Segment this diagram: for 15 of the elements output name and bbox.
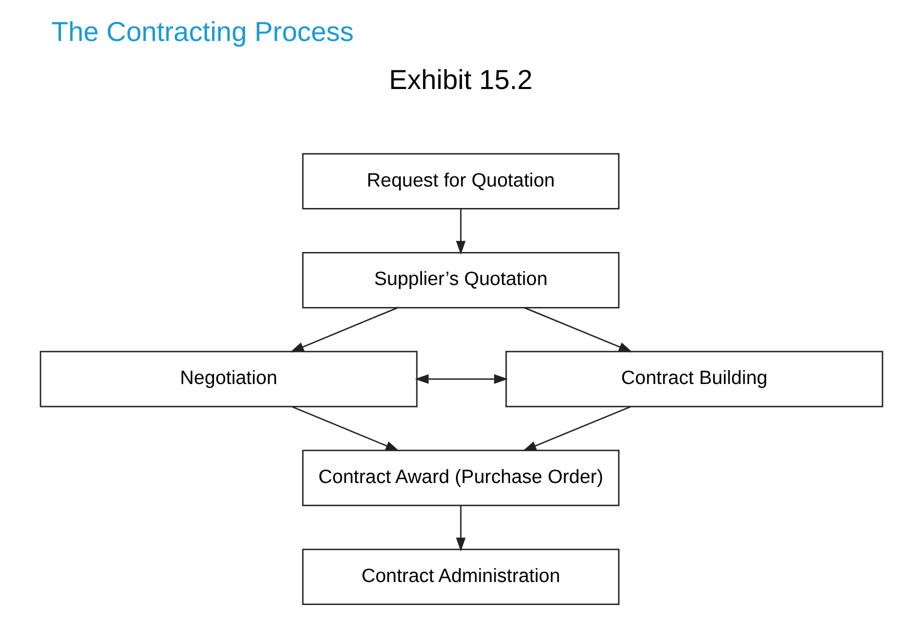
diagram-title: The Contracting Process xyxy=(51,16,354,48)
node-box: Contract Administration xyxy=(302,548,620,605)
arrow xyxy=(456,506,466,552)
arrow xyxy=(414,374,508,384)
node-box: Contract Award (Purchase Order) xyxy=(302,450,620,506)
label: Exhibit 15.2 xyxy=(389,64,533,96)
node-box: Negotiation xyxy=(40,350,418,408)
arrow xyxy=(290,307,398,352)
arrow xyxy=(522,406,631,452)
node-box: Supplier’s Quotation xyxy=(302,252,620,308)
arrow xyxy=(292,406,400,452)
node-box: Contract Building xyxy=(505,350,884,408)
node-box: Request for Quotation xyxy=(302,153,620,210)
arrow xyxy=(456,208,466,255)
arrow xyxy=(524,307,633,352)
